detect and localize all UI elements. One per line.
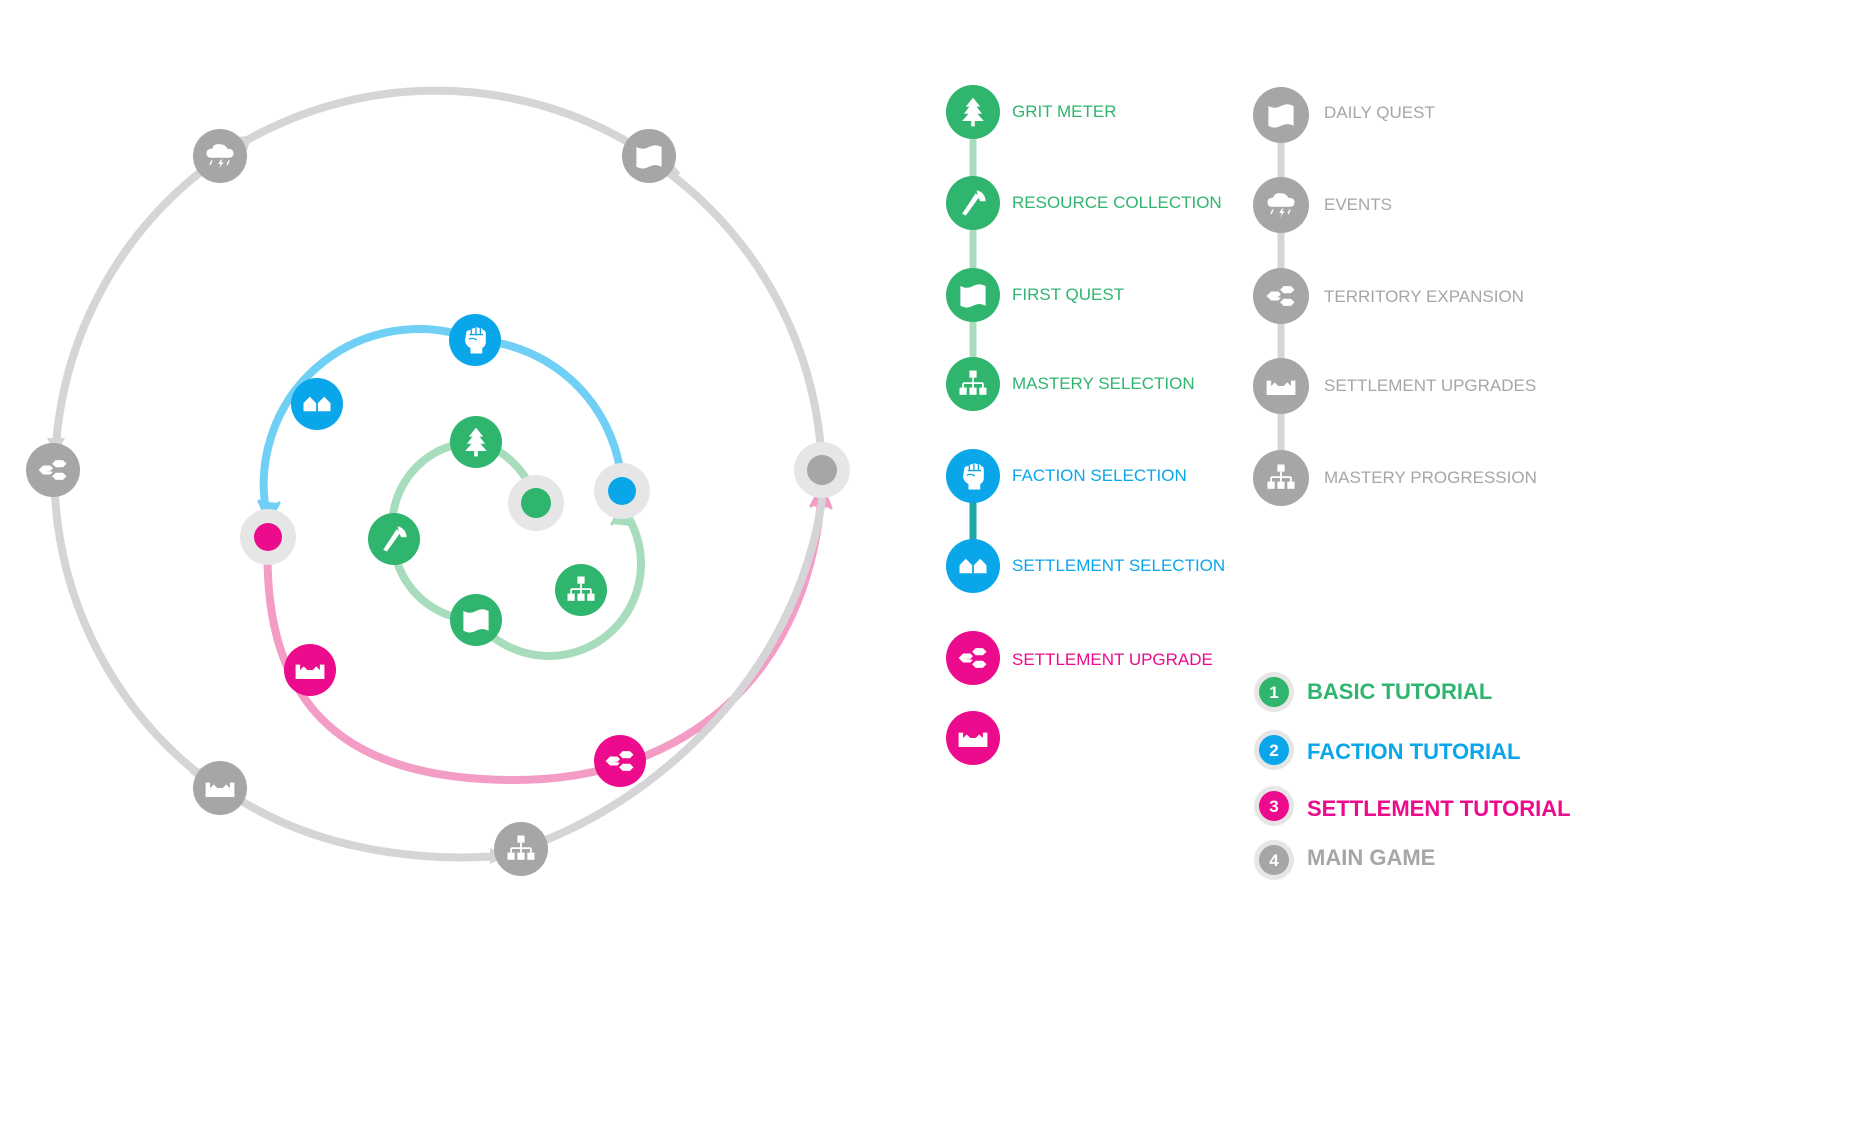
main-territory-expansion[interactable]: TERRITORY EXPANSION: [1253, 268, 1524, 324]
node-daily-quest[interactable]: [622, 129, 676, 183]
main-label: DAILY QUEST: [1324, 103, 1435, 122]
legend-item-basic: 1 BASIC TUTORIAL: [1254, 672, 1492, 712]
step-label: RESOURCE COLLECTION: [1012, 193, 1222, 212]
legend-item-main-game: 4 MAIN GAME: [1254, 840, 1435, 880]
step-settlement-upgrade[interactable]: SETTLEMENT UPGRADE: [946, 631, 1213, 685]
faction-tutorial-path: [259, 325, 626, 524]
step-label: MASTERY SELECTION: [1012, 374, 1195, 393]
legend-label: SETTLEMENT TUTORIAL: [1307, 796, 1571, 821]
legend-item-settlement: 3 SETTLEMENT TUTORIAL: [1254, 786, 1571, 826]
main-settlement-upgrades[interactable]: SETTLEMENT UPGRADES: [1253, 358, 1536, 414]
map-icon: [463, 609, 489, 633]
node-faction-selection[interactable]: [449, 314, 501, 366]
step-label: FACTION SELECTION: [1012, 466, 1187, 485]
node-main-game-start[interactable]: [794, 442, 850, 498]
settlement-tutorial-path: [263, 484, 826, 785]
step-label: SETTLEMENT SELECTION: [1012, 556, 1225, 575]
node-settlement-selection[interactable]: [291, 378, 343, 430]
step-mastery-selection[interactable]: MASTERY SELECTION: [946, 357, 1195, 411]
main-game-column: DAILY QUEST EVENTS TERRITORY EXPANSION S…: [1253, 87, 1537, 506]
node-settlement-upgrade-1[interactable]: [284, 644, 336, 696]
node-basic-start[interactable]: [508, 475, 564, 531]
map-icon: [636, 145, 662, 169]
node-settlement-upgrades[interactable]: [193, 761, 247, 815]
node-settlement-start[interactable]: [240, 509, 296, 565]
step-settlement-selection[interactable]: SETTLEMENT SELECTION: [946, 539, 1225, 593]
legend-number: 1: [1269, 683, 1278, 702]
spiral-nodes: [26, 129, 850, 876]
step-label: GRIT METER: [1012, 102, 1117, 121]
main-label: SETTLEMENT UPGRADES: [1324, 376, 1536, 395]
node-territory-expansion[interactable]: [26, 443, 80, 497]
node-settlement-upgrade-2[interactable]: [594, 735, 646, 787]
progression-column: GRIT METER RESOURCE COLLECTION FIRST QUE…: [946, 85, 1225, 765]
legend-label: FACTION TUTORIAL: [1307, 739, 1520, 764]
node-grit-meter[interactable]: [450, 416, 502, 468]
legend-number: 2: [1269, 741, 1278, 760]
step-first-quest[interactable]: FIRST QUEST: [946, 268, 1124, 322]
legend-item-faction: 2 FACTION TUTORIAL: [1254, 730, 1520, 770]
step-resource-collection[interactable]: RESOURCE COLLECTION: [946, 176, 1222, 230]
node-mastery-selection[interactable]: [555, 564, 607, 616]
node-resource-collection[interactable]: [368, 513, 420, 565]
legend-number: 4: [1269, 851, 1279, 870]
node-faction-start[interactable]: [594, 463, 650, 519]
main-label: TERRITORY EXPANSION: [1324, 287, 1524, 306]
node-mastery-progression[interactable]: [494, 822, 548, 876]
node-events[interactable]: [193, 129, 247, 183]
step-label: SETTLEMENT UPGRADE: [1012, 650, 1213, 669]
main-mastery-progression[interactable]: MASTERY PROGRESSION: [1253, 450, 1537, 506]
main-game-loop: [51, 86, 826, 862]
step-faction-selection[interactable]: FACTION SELECTION: [946, 449, 1187, 503]
spiral-track: [47, 86, 833, 864]
main-label: MASTERY PROGRESSION: [1324, 468, 1537, 487]
main-label: EVENTS: [1324, 195, 1392, 214]
map-icon: [1268, 104, 1294, 128]
step-label: FIRST QUEST: [1012, 285, 1124, 304]
legend: 1 BASIC TUTORIAL 2 FACTION TUTORIAL 3 SE…: [1254, 672, 1571, 880]
step-settlement-final[interactable]: [946, 711, 1000, 765]
main-events[interactable]: EVENTS: [1253, 177, 1392, 233]
map-icon: [960, 284, 986, 308]
legend-number: 3: [1269, 797, 1278, 816]
main-daily-quest[interactable]: DAILY QUEST: [1253, 87, 1435, 143]
legend-label: BASIC TUTORIAL: [1307, 679, 1492, 704]
legend-label: MAIN GAME: [1307, 845, 1435, 870]
step-grit-meter[interactable]: GRIT METER: [946, 85, 1117, 139]
node-first-quest[interactable]: [450, 594, 502, 646]
